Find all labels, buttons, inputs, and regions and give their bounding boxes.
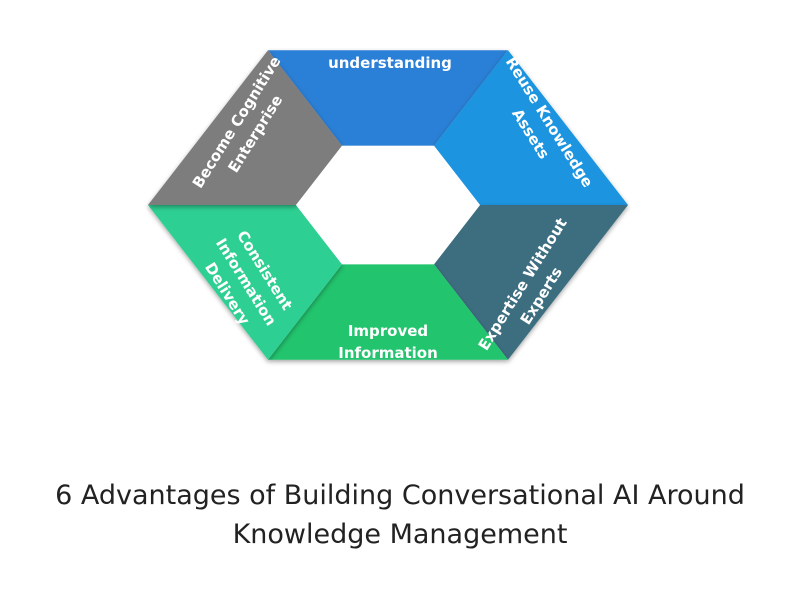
segment-label-line: understanding [328,54,452,72]
segment-label-line: Contextual Domain [309,32,471,50]
caption-line-1: 6 Advantages of Building Conversational … [55,480,745,511]
segment-label-line: Information [338,344,438,362]
center-hexagon [296,145,480,265]
segment-label-top: Contextual Domain understanding [309,32,471,72]
segment-top-right [434,50,628,206]
segment-label-line: Improved [348,322,428,340]
segment-top [268,50,508,146]
diagram-caption: 6 Advantages of Building Conversational … [0,476,800,554]
hexagon-segments [148,50,628,360]
segment-top-left [148,50,342,206]
segment-bottom-left [148,205,342,360]
segment-label-line: Accessibility [335,366,441,384]
caption-line-2: Knowledge Management [232,519,568,550]
segment-bottom-right [434,205,628,360]
segment-bottom [268,264,508,360]
